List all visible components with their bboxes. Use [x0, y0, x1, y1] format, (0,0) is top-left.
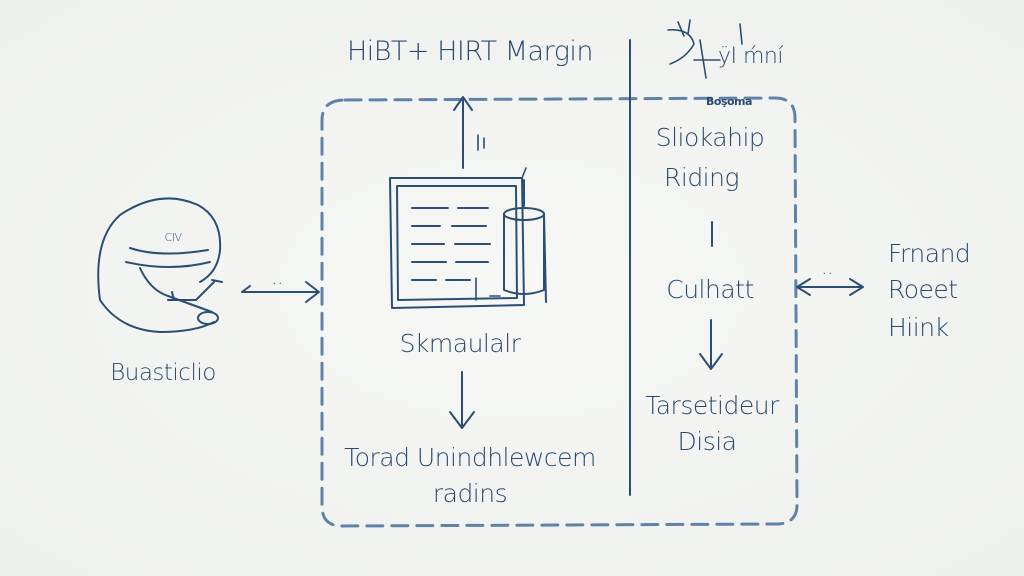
cup-icon — [503, 179, 547, 303]
top-right-scribble-icon — [667, 19, 743, 79]
box-corner-tag: Boşoma — [706, 95, 752, 108]
double-arrow-right — [796, 278, 864, 296]
far-right-label-line2: Roeet — [888, 275, 958, 304]
person-head-icon — [97, 197, 223, 333]
far-right-label-line1: Frnand — [888, 239, 971, 268]
bottom-center-label-line2: radins — [432, 479, 508, 508]
up-arrow — [453, 96, 485, 169]
right-col-bottom-label-line2: Disia — [677, 427, 738, 456]
right-arrow-dots: .. — [821, 255, 833, 279]
person-badge: CIV — [164, 231, 182, 244]
right-col-top-label-line2: Riding — [664, 163, 739, 192]
dashed-container-border — [320, 96, 799, 528]
top-title: HiBT+ HIRT Margin — [346, 36, 594, 67]
down-arrow-right — [699, 319, 723, 370]
left-arrow-dots: .. — [271, 265, 283, 289]
left-person-label: Buasticlio — [110, 360, 216, 386]
bottom-center-label-line1: Torad Unindhlewcem — [344, 443, 596, 472]
left-arrow — [241, 281, 320, 303]
right-col-top-label-line1: Sliokahip — [655, 123, 765, 152]
right-col-bottom-label-line1: Tarsetideur — [645, 391, 779, 420]
down-arrow-center — [449, 371, 475, 429]
document-icon — [389, 167, 527, 309]
far-right-label-line3: Hiink — [888, 313, 949, 342]
top-right-scribble: ÿI ḿní — [718, 44, 784, 69]
center-node-label: Skmaulalr — [399, 329, 521, 358]
right-col-middle-label: Culhatt — [666, 275, 754, 304]
